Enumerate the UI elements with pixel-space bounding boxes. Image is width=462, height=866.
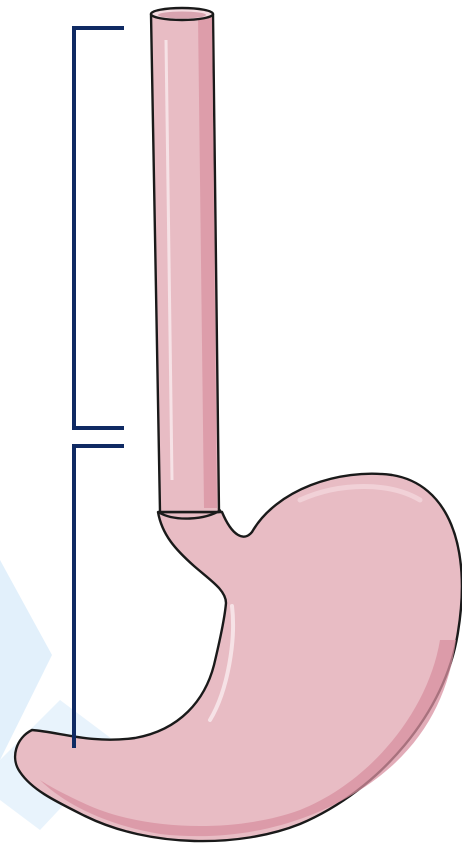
stomach — [15, 474, 462, 841]
esophagus-opening-inner — [158, 12, 206, 19]
lower-bracket — [74, 446, 124, 748]
upper-bracket — [74, 28, 124, 428]
